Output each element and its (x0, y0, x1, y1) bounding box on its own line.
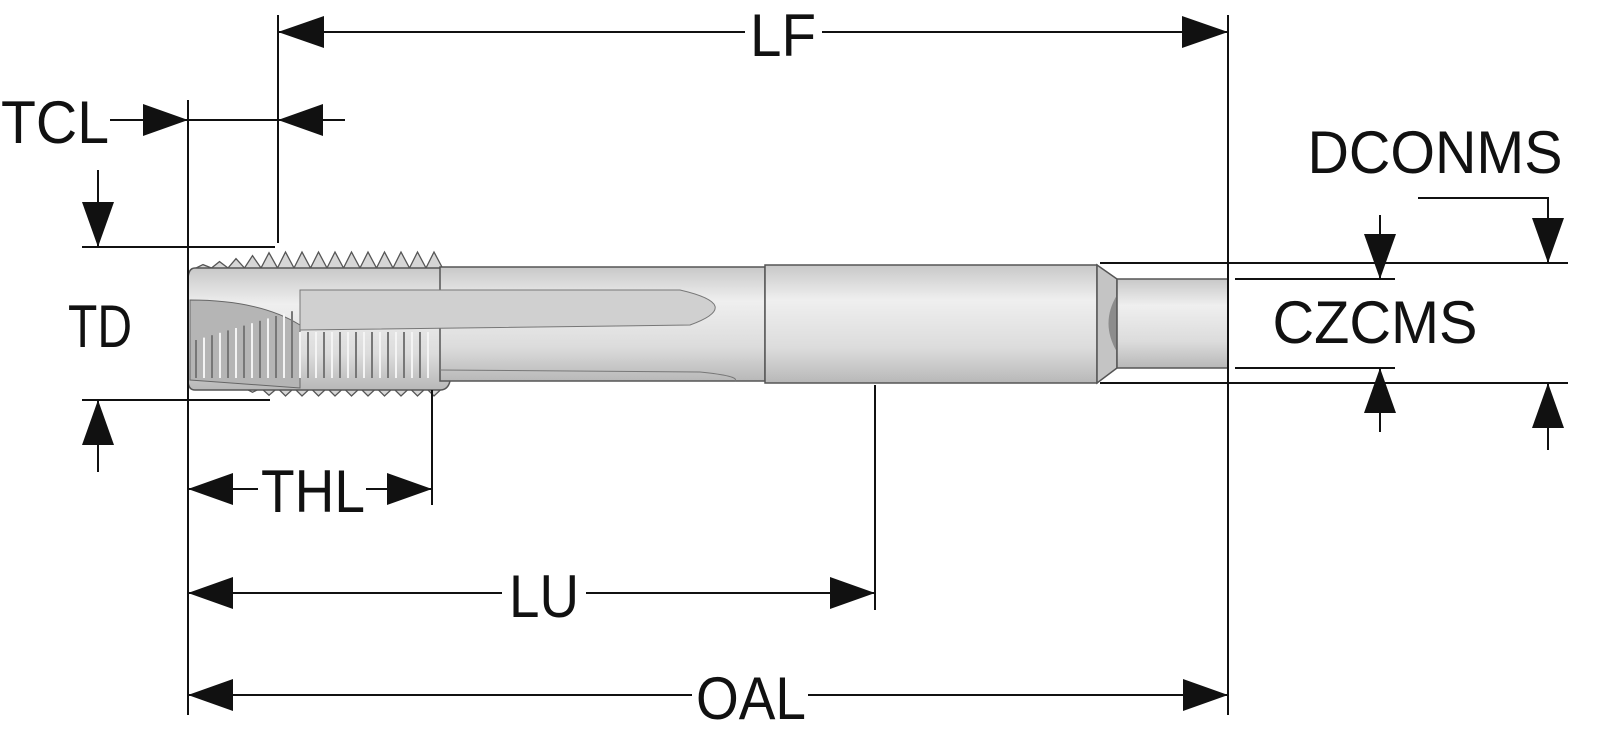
thread-teeth-top (191, 250, 444, 271)
label-lf: LF (750, 2, 816, 69)
label-czcms: CZCMS (1273, 289, 1478, 356)
arrow-down-icon (82, 202, 114, 247)
arrow-right-icon (1183, 679, 1228, 711)
label-lu: LU (509, 563, 579, 630)
dimension-oal: OAL (188, 665, 1228, 732)
arrow-down-icon (1532, 218, 1564, 263)
arrow-up-icon (1364, 368, 1396, 413)
arrow-up-icon (1532, 383, 1564, 428)
arrow-up-icon (82, 400, 114, 445)
dimension-tcl: TCL (1, 89, 345, 156)
dimension-lf: LF (278, 2, 1228, 69)
flute-ribs (195, 311, 429, 378)
flute-groove (299, 289, 716, 331)
dimension-td: TD (68, 170, 132, 472)
dimension-dconms: DCONMS (1308, 119, 1564, 450)
label-oal: OAL (696, 665, 806, 732)
arrow-left-icon (188, 679, 233, 711)
extension-lines (82, 15, 1568, 715)
dimension-lu: LU (188, 563, 875, 630)
arrow-right-icon (830, 577, 875, 609)
arrow-right-icon (1182, 16, 1228, 48)
label-dconms: DCONMS (1308, 119, 1563, 186)
label-tcl: TCL (1, 89, 109, 156)
label-td: TD (68, 293, 132, 360)
arrow-left-icon (278, 104, 323, 136)
flute-groove-lower (439, 369, 737, 382)
dimension-czcms: CZCMS (1273, 215, 1478, 432)
arrow-left-icon (188, 577, 233, 609)
dimension-thl: THL (188, 458, 432, 525)
arrow-left-icon (278, 16, 324, 48)
square-drive-bevel (1108, 295, 1117, 352)
square-drive (1116, 278, 1229, 369)
tap-tool (187, 250, 1229, 397)
shank-sleeve (764, 264, 1098, 384)
arrow-right-icon (143, 104, 188, 136)
arrow-left-icon (188, 473, 233, 505)
label-thl: THL (261, 458, 365, 525)
arrow-down-icon (1364, 234, 1396, 279)
arrow-right-icon (387, 473, 432, 505)
